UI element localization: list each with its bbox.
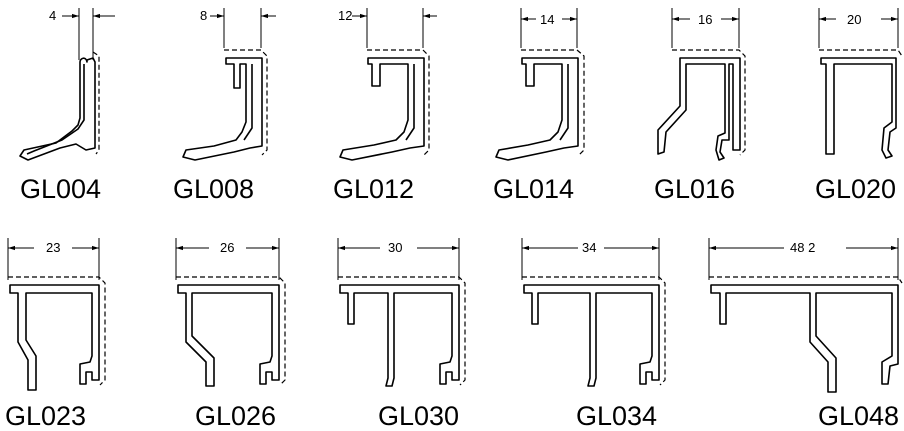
dim-label-gl008: 8 xyxy=(200,8,207,23)
dim-label-gl030: 30 xyxy=(388,240,402,255)
dim-label-gl004: 4 xyxy=(49,8,56,23)
code-label-gl030: GL030 xyxy=(378,401,459,431)
dim-label-gl034: 34 xyxy=(582,240,596,255)
profile-gl026 xyxy=(175,238,286,387)
profile-gl012 xyxy=(339,8,437,161)
code-label-gl026: GL026 xyxy=(195,401,276,431)
code-label-gl004: GL004 xyxy=(20,174,101,204)
dim-label-gl014: 14 xyxy=(540,12,554,27)
dim-label-gl023: 23 xyxy=(46,240,60,255)
dim-label-gl026: 26 xyxy=(220,240,234,255)
dim-label-gl048: 48 2 xyxy=(790,240,815,255)
code-label-gl008: GL008 xyxy=(173,174,254,204)
code-label-gl023: GL023 xyxy=(5,401,86,431)
code-label-gl034: GL034 xyxy=(576,401,657,431)
profile-gl014 xyxy=(495,8,585,161)
code-label-gl014: GL014 xyxy=(493,174,574,204)
profile-gl020 xyxy=(818,8,903,159)
profile-gl016 xyxy=(657,8,746,161)
profile-gl048 xyxy=(708,238,903,393)
dim-label-gl012: 12 xyxy=(338,8,352,23)
code-label-gl020: GL020 xyxy=(815,174,896,204)
code-label-gl048: GL048 xyxy=(818,401,899,431)
dim-label-gl020: 20 xyxy=(847,12,861,27)
profile-gl023 xyxy=(7,238,106,391)
code-label-gl012: GL012 xyxy=(333,174,414,204)
profile-gl008 xyxy=(182,8,276,161)
profile-gl004 xyxy=(19,8,115,161)
dim-label-gl016: 16 xyxy=(698,12,712,27)
profile-gl030 xyxy=(337,238,466,387)
profile-gl034 xyxy=(521,238,666,387)
code-label-gl016: GL016 xyxy=(654,174,735,204)
